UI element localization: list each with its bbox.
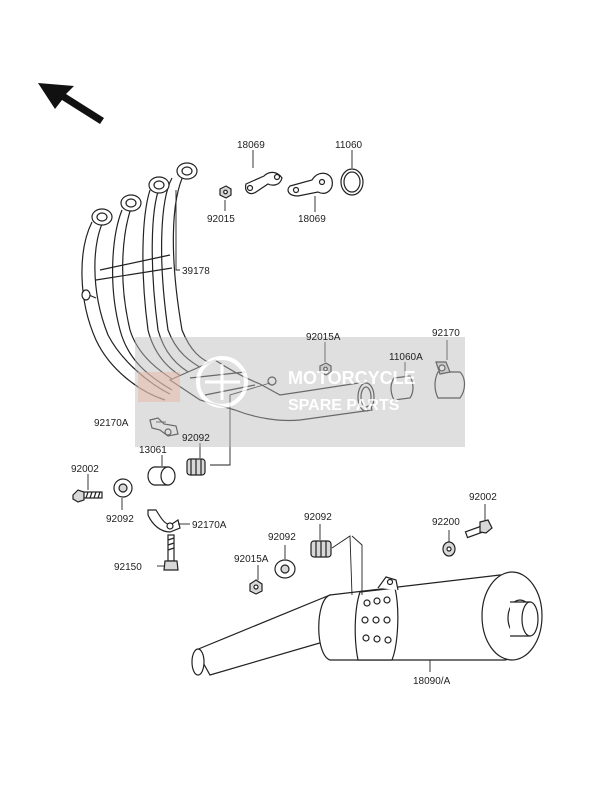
gasket-ring [340, 168, 364, 196]
label-92092-a: 92092 [304, 512, 332, 523]
label-92170A-bottom: 92170A [192, 520, 227, 531]
gasket-11060A [390, 375, 414, 401]
label-18069-top: 18069 [237, 140, 265, 151]
nut-92015 [219, 185, 232, 199]
label-92002-right: 92002 [469, 492, 497, 503]
washer-92200 [442, 541, 456, 557]
flange-left [245, 171, 283, 195]
flange-right [287, 172, 333, 197]
bracket-92170A-bottom [147, 509, 181, 533]
watermark: MOTORCYCLE SPARE PARTS [135, 337, 465, 447]
label-18090A: 18090/A [413, 676, 451, 687]
collar-13061 [147, 466, 176, 486]
label-92150: 92150 [114, 562, 142, 573]
bracket-92170A-top [149, 417, 179, 437]
bolt-92002-right [464, 519, 493, 539]
damper-92092-a [310, 540, 332, 558]
label-92170: 92170 [432, 328, 460, 339]
label-11060: 11060 [335, 140, 363, 151]
label-92092-b: 92092 [268, 532, 296, 543]
damper-92092-left [113, 478, 133, 498]
damper-92092-b [274, 559, 296, 579]
damper-92092-mid [186, 458, 206, 476]
bolt-92150 [163, 534, 179, 571]
label-92170A-top: 92170A [94, 418, 129, 429]
part-labels: 18069 11060 92015 18069 39178 92015A 921… [71, 140, 497, 687]
label-92092-left: 92092 [106, 514, 134, 525]
leader-lines [87, 150, 486, 672]
label-92015: 92015 [207, 214, 235, 225]
label-13061: 13061 [139, 445, 167, 456]
label-92200: 92200 [432, 517, 460, 528]
label-92015A-top: 92015A [306, 332, 341, 343]
label-39178: 39178 [182, 266, 210, 277]
label-11060A: 11060A [389, 352, 423, 363]
front-direction-arrow-icon [38, 83, 104, 124]
muffler-18090A [191, 571, 543, 676]
label-92092-mid: 92092 [182, 433, 210, 444]
label-18069-bottom: 18069 [298, 214, 326, 225]
label-92002-left: 92002 [71, 464, 99, 475]
clamp-92170 [434, 361, 466, 399]
bolt-92002-left [72, 489, 103, 503]
label-92015A-bottom: 92015A [234, 554, 269, 565]
watermark-line1: MOTORCYCLE [288, 368, 416, 388]
watermark-line2: SPARE PARTS [288, 397, 400, 414]
nut-92015A-top [319, 362, 332, 376]
nut-92015A-bottom [249, 579, 263, 595]
